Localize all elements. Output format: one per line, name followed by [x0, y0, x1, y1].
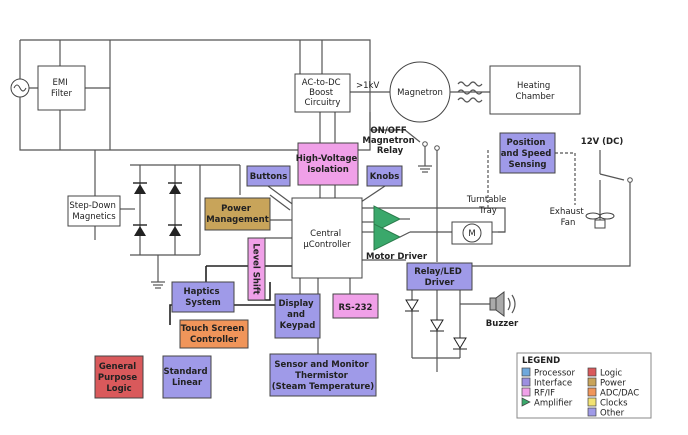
legend-swatch [521, 397, 531, 407]
step-down-magnetics-label: Step-Down Magnetics [69, 201, 118, 222]
legend-label: Logic [600, 369, 623, 379]
buttons-label: Buttons [250, 172, 288, 182]
legend-label: Amplifier [534, 399, 573, 409]
legend-swatch [521, 387, 531, 397]
ac-source-icon [10, 78, 30, 98]
touch-screen-label: Touch Screen Controller [181, 324, 248, 345]
legend-label: Processor [534, 369, 575, 379]
motor-icon [462, 223, 482, 243]
knobs-label: Knobs [370, 172, 400, 182]
bridge-rectifier-icon [133, 182, 182, 236]
relay-label: ON/OFF Magnetron Relay [362, 126, 417, 156]
turntable-label: Turntable Tray [466, 195, 509, 216]
led-icon [405, 299, 467, 350]
amplifier-icon [373, 205, 411, 251]
legend-swatch [587, 407, 597, 417]
buzzer-label: Buzzer [486, 319, 519, 329]
legend-title: LEGEND [522, 356, 560, 366]
emi-filter-label: EMI Filter [51, 78, 73, 99]
motor-driver-label: Motor Driver [366, 252, 428, 262]
level-shift-label: Level Shift [251, 243, 261, 294]
ac-dc-boost-label: AC-to-DC Boost Circuitry [302, 78, 344, 108]
legend-label: Clocks [600, 399, 628, 409]
dc-voltage-label: 12V (DC) [581, 137, 624, 147]
exhaust-fan-label: Exhaust Fan [550, 207, 587, 228]
legend-label: Interface [534, 379, 572, 389]
hv-isolation-label: High-Voltage Isolation [296, 154, 361, 175]
rs232-label: RS-232 [339, 303, 373, 313]
fan-icon [585, 212, 615, 229]
sensor-monitor-label: Sensor and Monitor Thermistor (Steam Tem… [272, 360, 375, 392]
general-logic-label: General Purpose Logic [98, 362, 140, 394]
legend-swatch [587, 387, 597, 397]
voltage-label: >1kV [356, 81, 379, 91]
power-management-label: Power Management [206, 204, 269, 225]
haptics-label: Haptics System [184, 287, 223, 308]
legend-label: RF/IF [534, 389, 555, 399]
legend-label: Power [600, 379, 626, 389]
legend-swatch [521, 367, 531, 377]
display-keypad-label: Display and Keypad [278, 299, 316, 331]
magnetron-label: Magnetron [397, 88, 443, 98]
legend-label: ADC/DAC [600, 389, 639, 399]
legend-label: Other [600, 409, 625, 419]
standard-linear-label: Standard Linear [163, 367, 210, 388]
motor-label: M [468, 229, 475, 239]
relay-led-driver-label: Relay/LED Driver [414, 267, 465, 288]
central-controller-label: Central µController [303, 229, 351, 250]
buzzer-icon [489, 291, 516, 317]
legend-swatch [587, 367, 597, 377]
legend-swatch [587, 397, 597, 407]
legend-swatch [587, 377, 597, 387]
heating-chamber-label: Heating Chamber [516, 81, 555, 102]
waveguide-icon [450, 81, 490, 103]
position-sensing-label: Position and Speed Sensing [501, 138, 555, 170]
legend-swatch [521, 377, 531, 387]
